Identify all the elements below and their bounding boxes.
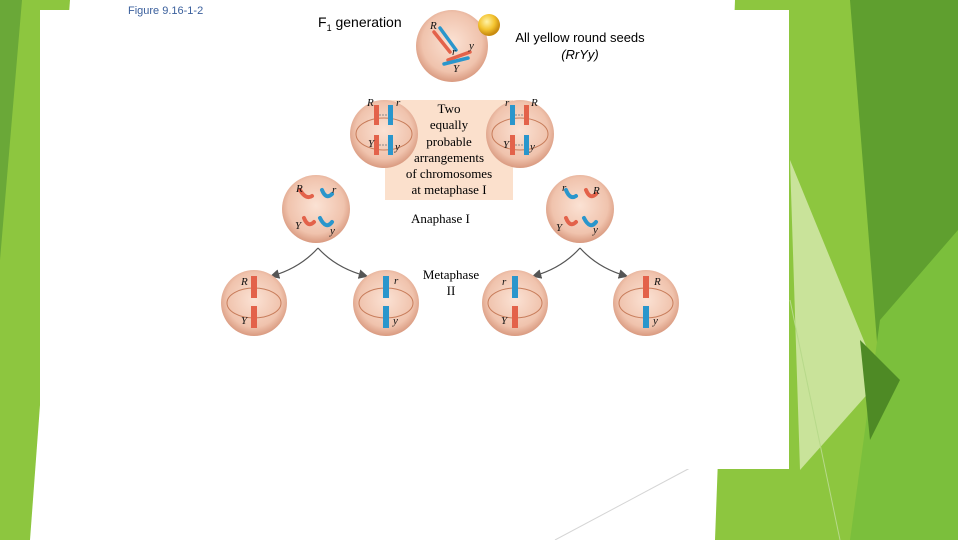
allele-label: y <box>530 141 535 153</box>
thin-divider-line-2 <box>789 299 841 540</box>
right-green-panel-deep <box>860 340 900 440</box>
allele-label: r <box>396 97 401 109</box>
allele-label: Y <box>556 222 563 234</box>
yellow-seed <box>478 14 500 36</box>
allele-label: r <box>562 182 567 194</box>
f1-letter: F <box>318 14 327 30</box>
anaphase-i-left-cell <box>282 175 350 243</box>
right-green-panel-mid <box>850 230 958 540</box>
metaphase-ii-line-1: Metaphase <box>422 267 480 282</box>
seeds-caption: All yellow round seeds (RrYy) <box>500 29 660 63</box>
allele-label: y <box>469 40 474 52</box>
allele-label: R <box>593 185 600 197</box>
arrangements-line-1: Two <box>437 101 461 116</box>
metaphase-ii-cell-4 <box>613 270 679 336</box>
right-green-panel-light <box>790 160 880 470</box>
metaphase-i-right-cell <box>486 100 554 168</box>
allele-label: y <box>395 141 400 153</box>
allele-label: Y <box>503 139 510 151</box>
allele-label: y <box>393 315 398 327</box>
metaphase-ii-cell-1 <box>221 270 287 336</box>
f1-subscript: 1 <box>326 22 332 33</box>
f1-generation-label: F1 generation <box>318 14 402 33</box>
content-panel <box>40 10 789 469</box>
allele-label: Y <box>368 138 375 150</box>
arrangements-line-5: of chromosomes <box>405 166 493 182</box>
allele-label: r <box>502 276 507 288</box>
arrangements-text: Two equally probable arrangements of chr… <box>388 101 510 199</box>
allele-label: y <box>330 225 335 237</box>
allele-label: y <box>593 224 598 236</box>
metaphase-i-left-cell <box>350 100 418 168</box>
metaphase-ii-cell-3 <box>482 270 548 336</box>
allele-label: r <box>332 184 337 196</box>
anaphase-i-label: Anaphase I <box>411 211 470 226</box>
allele-label: r <box>394 275 399 287</box>
allele-label: Y <box>501 315 508 327</box>
allele-label: R <box>367 97 374 109</box>
arrangements-line-2: equally <box>429 117 469 133</box>
allele-label: R <box>241 276 248 288</box>
allele-label: R <box>296 183 303 195</box>
seeds-caption-line-1: All yellow round seeds <box>515 30 645 45</box>
allele-label: R <box>430 20 437 32</box>
arrangements-line-6: at metaphase I <box>411 182 487 198</box>
f1-cell <box>416 10 488 82</box>
metaphase-ii-cell-2 <box>353 270 419 336</box>
arrows <box>269 247 629 279</box>
allele-label: Y <box>453 63 460 75</box>
allele-label: R <box>654 276 661 288</box>
seeds-genotype: (RrYy) <box>561 47 599 62</box>
allele-label: y <box>653 315 658 327</box>
allele-label: Y <box>241 315 248 327</box>
metaphase-ii-label: Metaphase II <box>410 267 492 299</box>
metaphase-ii-line-2: II <box>446 283 456 298</box>
allele-label: Y <box>295 220 302 232</box>
left-green-wedge-dark <box>0 0 22 260</box>
arrangements-line-3: probable <box>426 133 472 149</box>
allele-label: r <box>452 46 457 58</box>
arrangements-line-4: arrangements <box>413 149 485 165</box>
f1-generation-text: generation <box>331 14 402 30</box>
figure-label: Figure 9.16-1-2 <box>128 5 204 17</box>
thin-divider-line <box>554 467 691 540</box>
anaphase-i-right-cell <box>546 175 614 243</box>
allele-label: r <box>505 97 510 109</box>
allele-label: R <box>531 97 538 109</box>
